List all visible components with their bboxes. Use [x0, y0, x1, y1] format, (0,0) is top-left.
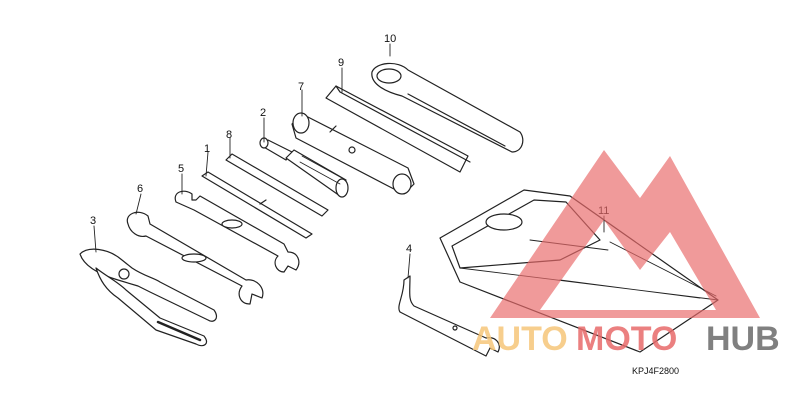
box-spanner-part-7	[291, 112, 415, 195]
pliers-part-3	[79, 248, 218, 347]
open-end-wrench-part-6	[126, 211, 264, 305]
callout-5: 5	[178, 163, 184, 175]
callout-1: 1	[204, 143, 210, 155]
watermark-auto: AUTO	[472, 320, 568, 358]
leader-lines	[93, 43, 605, 279]
callout-3: 3	[90, 215, 96, 227]
handle-bar-part-9	[325, 85, 471, 173]
hook-spanner-part-4	[398, 275, 500, 357]
ring-spanner-part-10	[371, 62, 524, 153]
watermark-moto: MOTO	[576, 320, 677, 358]
diagram-code: KPJ4F2800	[632, 366, 679, 376]
callout-4: 4	[406, 243, 412, 255]
open-end-wrench-part-5	[174, 190, 300, 273]
callout-9: 9	[338, 57, 344, 69]
callout-6: 6	[137, 183, 143, 195]
callout-2: 2	[260, 107, 266, 119]
watermark-hub: HUB	[706, 320, 780, 358]
callout-8: 8	[226, 129, 232, 141]
callout-7: 7	[298, 81, 304, 93]
callout-10: 10	[384, 33, 396, 45]
watermark-logo: AUTO MOTO HUB	[472, 150, 780, 358]
